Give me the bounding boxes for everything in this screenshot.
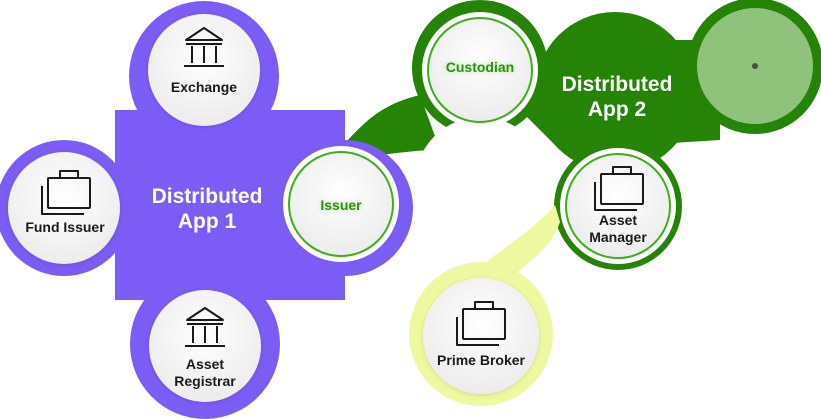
bank-icon — [185, 307, 225, 347]
briefcase-icon — [456, 301, 506, 346]
app1-label: Distributed App 1 — [151, 185, 263, 233]
fund-issuer-label: Fund Issuer — [25, 219, 105, 235]
briefcase-icon — [41, 170, 91, 215]
node-custodian[interactable] — [422, 12, 538, 128]
asset-registrar-label: Asset Registrar — [174, 356, 236, 389]
node-asset-manager[interactable] — [560, 148, 676, 264]
bank-icon — [184, 27, 224, 67]
briefcase-icon — [594, 166, 644, 211]
issuer-label: Issuer — [320, 197, 362, 213]
empty-slot-dot — [752, 63, 758, 69]
custodian-label: Custodian — [445, 59, 515, 75]
exchange-label: Exchange — [170, 79, 238, 95]
app2-label: Distributed App 2 — [561, 73, 673, 121]
asset-manager-label: Asset Manager — [589, 212, 647, 245]
prime-broker-label: Prime Broker — [437, 352, 525, 368]
node-issuer[interactable] — [283, 146, 399, 262]
node-exchange[interactable] — [148, 14, 260, 126]
node-prime-broker[interactable] — [423, 278, 539, 394]
